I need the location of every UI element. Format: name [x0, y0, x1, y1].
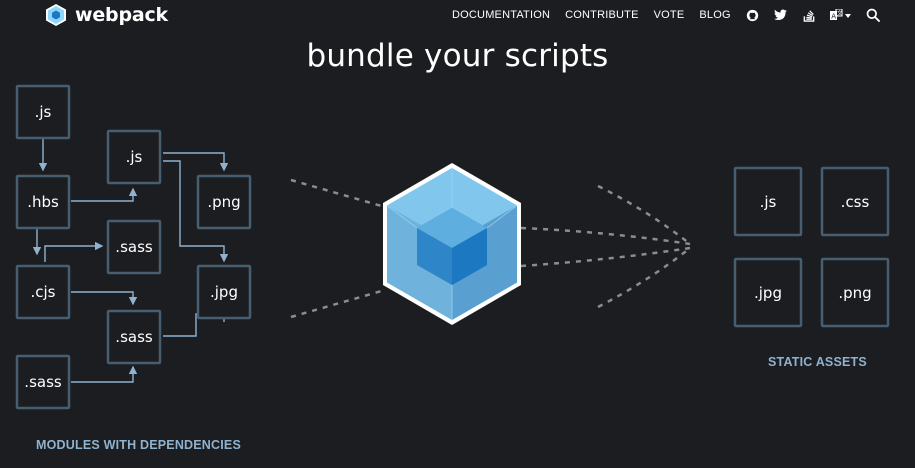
module-label: .hbs — [27, 193, 59, 211]
module-label: .sass — [115, 238, 153, 256]
asset-node-js — [733, 166, 803, 237]
module-node-js — [15, 84, 71, 140]
module-node-png — [196, 174, 252, 230]
module-label: .sass — [24, 373, 62, 391]
asset-nodes — [733, 166, 890, 328]
asset-node-css — [820, 166, 890, 237]
webpack-cube-icon — [383, 163, 521, 325]
dependency-connectors — [32, 139, 229, 383]
webpack-cube-icon — [46, 4, 66, 26]
input-dashed-lines — [290, 178, 386, 319]
module-label: .sass — [115, 328, 153, 346]
module-node-sass-2 — [106, 219, 162, 275]
svg-text:文: 文 — [837, 9, 843, 17]
module-label: .jpg — [210, 283, 238, 301]
nav-link-blog[interactable]: BLOG — [699, 9, 731, 21]
asset-label: .css — [841, 193, 870, 211]
chevron-down-icon — [844, 13, 851, 18]
output-dashed-lines — [520, 184, 691, 309]
nav-link-contribute[interactable]: CONTRIBUTE — [565, 9, 639, 21]
module-node-jpg — [196, 264, 252, 320]
module-node-js-2 — [106, 129, 162, 185]
module-label: .cjs — [31, 283, 56, 301]
asset-node-jpg — [733, 257, 803, 328]
top-navbar: webpack DOCUMENTATION CONTRIBUTE VOTE BL… — [0, 0, 915, 30]
module-label: .js — [35, 103, 52, 121]
language-icon[interactable]: A 文 — [829, 8, 852, 22]
static-assets-caption: STATIC ASSETS — [768, 355, 867, 369]
brand-name: webpack — [75, 4, 168, 26]
twitter-icon[interactable] — [774, 8, 788, 22]
module-label: .js — [126, 148, 143, 166]
module-nodes — [15, 84, 252, 410]
asset-node-png — [820, 257, 890, 328]
module-node-cjs — [15, 264, 71, 320]
asset-label: .png — [838, 284, 871, 302]
module-node-hbs — [15, 174, 71, 230]
github-icon[interactable] — [746, 8, 760, 22]
modules-caption: MODULES WITH DEPENDENCIES — [36, 438, 242, 452]
search-icon[interactable] — [866, 8, 880, 22]
hero-title: bundle your scripts — [306, 38, 609, 74]
module-node-sass-3 — [106, 309, 162, 365]
nav-menu: DOCUMENTATION CONTRIBUTE VOTE BLOG — [452, 7, 894, 23]
module-label: .png — [207, 193, 240, 211]
nav-link-vote[interactable]: VOTE — [653, 9, 685, 21]
webpack-logo[interactable]: webpack — [44, 2, 168, 28]
nav-link-documentation[interactable]: DOCUMENTATION — [452, 9, 551, 21]
asset-label: .js — [760, 193, 777, 211]
module-node-sass — [15, 354, 71, 410]
asset-label: .jpg — [754, 284, 782, 302]
svg-text:A: A — [831, 12, 836, 20]
stack-overflow-icon[interactable] — [802, 8, 816, 22]
